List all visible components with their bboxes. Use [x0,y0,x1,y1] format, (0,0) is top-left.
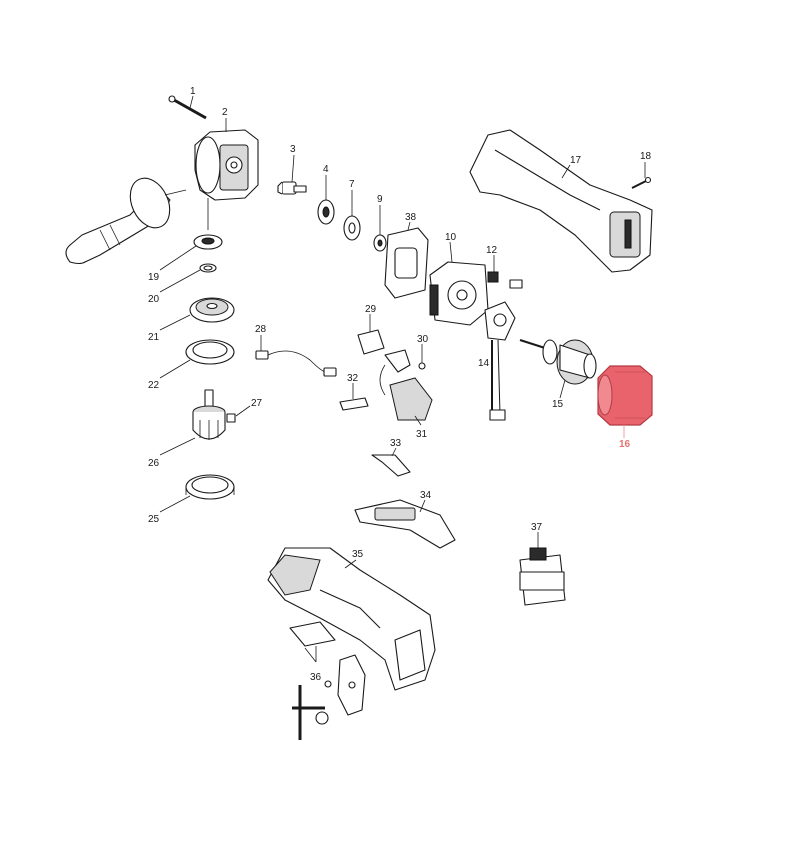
part-17-housing[interactable] [469,129,653,273]
label-29: 29 [365,304,377,315]
label-38: 38 [405,212,417,223]
label-21: 21 [148,332,160,343]
label-37: 37 [531,522,543,533]
part-36-cover[interactable] [324,654,366,716]
label-32: 32 [347,373,359,384]
part-9-bearing[interactable] [373,234,387,252]
label-12: 12 [486,245,498,256]
label-10: 10 [445,232,457,243]
part-7-gear[interactable] [343,215,361,241]
label-7: 7 [349,179,355,190]
part-19-bearing[interactable] [193,234,223,250]
part-2-gear-housing[interactable] [194,129,259,201]
label-16: 16 [619,439,631,450]
label-35: 35 [352,549,364,560]
label-15: 15 [552,399,564,410]
label-27: 27 [251,398,263,409]
part-35-housing-set[interactable] [267,547,436,691]
part-20-ring[interactable] [199,263,217,273]
label-19: 19 [148,272,160,283]
part-16-field-highlighted[interactable] [597,365,653,426]
part-32-lever[interactable] [339,397,369,411]
part-14-brush-plate[interactable] [484,301,516,421]
label-25: 25 [148,514,160,525]
label-26: 26 [148,458,160,469]
part-1-bolt[interactable] [168,95,207,120]
part-34-slide[interactable] [354,499,456,549]
label-30: 30 [417,334,429,345]
part-27-nut[interactable] [226,413,236,423]
label-18: 18 [640,151,652,162]
part-10-bracket[interactable] [429,261,489,326]
label-28: 28 [255,324,267,335]
label-9: 9 [377,194,383,205]
label-1: 1 [190,86,196,97]
part-3-pinion[interactable] [277,181,307,195]
part-4-bearing[interactable] [317,199,335,225]
part-22-seal-ring[interactable] [185,339,235,365]
part-12-brush-holder[interactable] [487,271,523,289]
label-17: 17 [570,155,582,166]
part-36-name-plate[interactable] [289,621,336,647]
label-34: 34 [420,490,432,501]
part-30-screw[interactable] [418,362,426,370]
label-33: 33 [390,438,402,449]
part-38-gasket[interactable] [384,227,429,299]
part-37-terminal[interactable] [519,547,566,606]
part-33-link[interactable] [371,454,411,477]
part-26-chuck[interactable] [192,389,226,440]
label-14: 14 [478,358,490,369]
label-22: 22 [148,380,160,391]
part-31-switch[interactable] [379,349,433,421]
label-4: 4 [323,164,329,175]
part-29-plate[interactable] [357,329,385,355]
label-36: 36 [310,672,322,683]
part-25-ring[interactable] [185,474,235,500]
part-15-armature[interactable] [519,339,597,385]
part-36-hex-wrench[interactable] [292,685,329,740]
part-18-screw[interactable] [631,176,652,189]
part-28-lead-wire[interactable] [255,350,337,377]
label-31: 31 [416,429,428,440]
label-20: 20 [148,294,160,305]
part-21-bevel-gear[interactable] [189,297,235,323]
label-3: 3 [290,144,296,155]
label-2: 2 [222,107,228,118]
side-handle[interactable] [65,172,187,265]
